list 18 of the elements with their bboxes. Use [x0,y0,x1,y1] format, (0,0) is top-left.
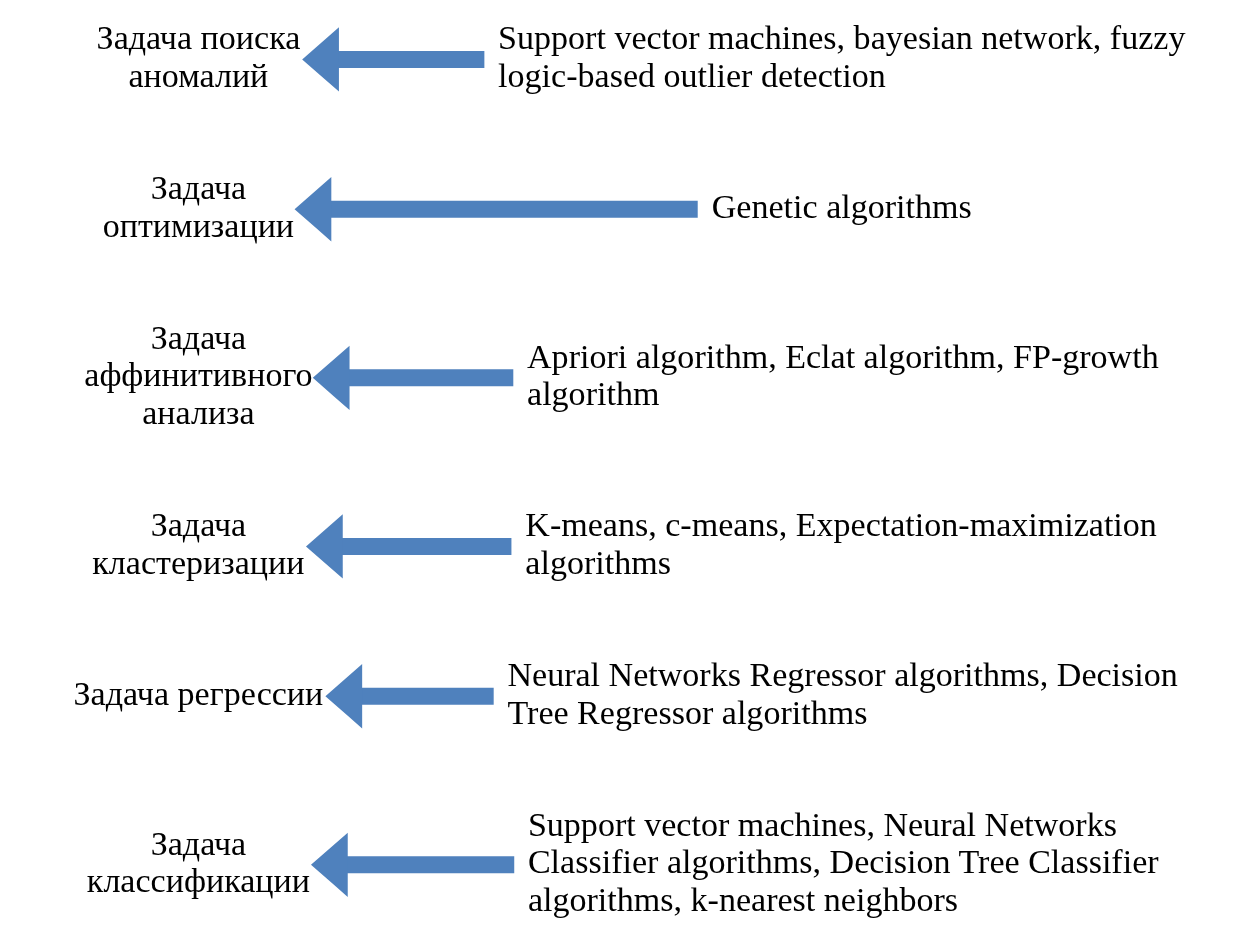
node-text: Задача оптимизации [102,169,294,244]
node-text: Genetic algorithms [711,187,972,225]
node-text: Support vector machines, bayesian network, fuzzy logic-based outlier detection [497,19,1185,94]
arrow [324,664,494,729]
arrow [310,832,514,897]
node-text: K-means, c-means, Expectation-maximization algorithms [524,506,1157,581]
node-text: Задача кластеризации [91,506,305,581]
node-text: Задача поиска аномалий [96,19,300,94]
arrow [312,345,513,410]
node-text: Задача классификации [86,824,310,900]
node-text: Neural Networks Regressor algorithms, Decision Tree Regressor algorithms [506,656,1178,731]
arrow [305,514,511,579]
node-text: Задача аффинитивного анализа [83,318,313,431]
arrow [294,177,698,242]
node-text: Apriori algorithm, Eclat algorithm, FP-growth algorithm [526,337,1159,413]
arrow [301,27,484,92]
node-text: Задача регрессии [73,674,323,712]
node-text: Support vector machines, Neural Networks Classifier algorithms, Decision Tree Classifier algorithms, k-nearest neighbors [527,805,1159,918]
